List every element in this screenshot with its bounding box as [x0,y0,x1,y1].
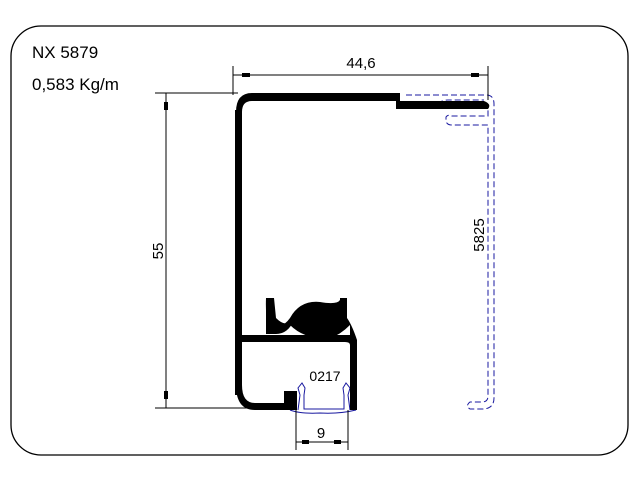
width-label: 44,6 [346,55,375,72]
aluminium-profile [235,93,490,410]
arrow-mark [334,440,341,444]
cover-code-label: 5825 [471,218,488,251]
arrow-mark [242,73,250,77]
arrow-mark [302,440,309,444]
arrow-mark [164,391,168,399]
drawing-frame [10,25,629,456]
height-label: 55 [150,243,167,260]
height-dimension [155,92,288,409]
gasket-width-label: 9 [317,425,325,442]
arrow-mark [471,73,479,77]
arrow-mark [164,102,168,110]
profile-code: NX 5879 [32,43,98,62]
gasket-outline [289,382,357,414]
profile-weight: 0,583 Kg/m [32,75,119,94]
gasket-code-label: 0217 [309,368,340,384]
width-dimension [232,66,489,100]
